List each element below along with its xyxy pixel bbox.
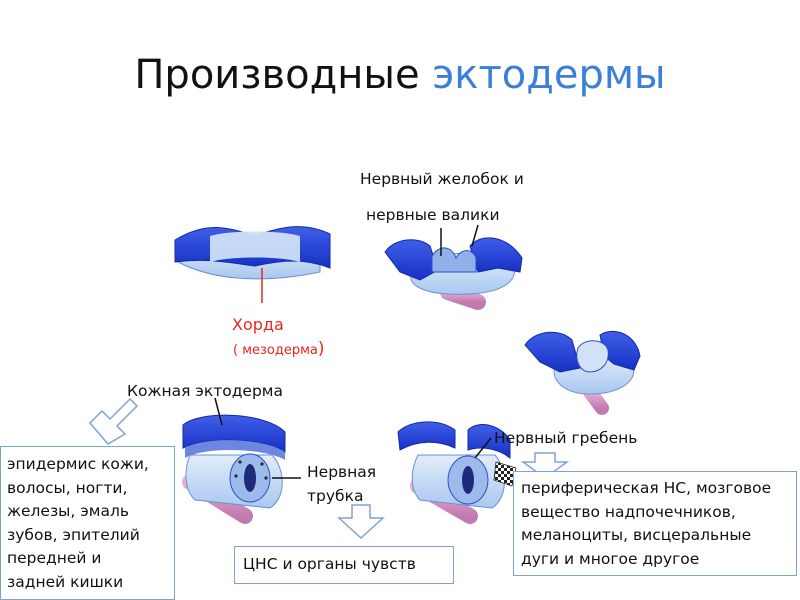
stage-neural-folding	[524, 330, 641, 415]
skin-derivative-line: зубов, эпителий	[7, 525, 140, 544]
arrow-to-crest-box	[520, 452, 570, 479]
label-skin-ectoderm: Кожная эктодерма	[127, 382, 283, 400]
skin-derivatives-box: эпидермис кожи, волосы, ногти, железы, э…	[0, 446, 175, 600]
skin-derivative-line: волосы, ногти,	[7, 478, 128, 497]
label-groove-line1: Нервный желобок и	[360, 170, 524, 188]
cns-box: ЦНС и органы чувств	[234, 546, 454, 584]
crest-pointer	[474, 437, 492, 459]
skin-derivative-line: эпидермис кожи,	[7, 455, 149, 473]
label-chorda-note: ( мезодерма)	[233, 339, 325, 361]
label-groove-line2: нервные валики	[366, 206, 500, 224]
skin-pointer	[214, 397, 223, 426]
label-chorda: Хорда	[232, 315, 284, 334]
crest-derivative-line: дуги и многое другое	[521, 549, 700, 568]
stage-neural-tube	[182, 397, 301, 524]
arrow-to-cns-box	[337, 504, 385, 540]
skin-derivative-line: задней кишки	[7, 572, 124, 591]
cns-text: ЦНС и органы чувств	[243, 555, 416, 573]
crest-derivative-line: периферическая НС, мозговое	[521, 479, 772, 497]
arrow-to-skin-box	[88, 397, 139, 445]
title-accent: эктодермы	[432, 52, 666, 98]
skin-derivative-line: железы, эмаль	[7, 502, 130, 520]
crest-derivatives-box: периферическая НС, мозговое вещество над…	[513, 471, 797, 576]
crest-derivative-line: вещество надпочечников,	[521, 502, 736, 521]
label-neural-tube-line2: трубка	[307, 487, 364, 505]
crest-derivative-line: меланоциты, висцеральные	[521, 526, 752, 544]
label-neural-tube-line1: Нервная	[307, 463, 377, 481]
page-title: Производные эктодермы	[0, 52, 800, 98]
chorda-note-text: ( мезодерма	[233, 343, 318, 358]
groove-pointer-right	[471, 224, 479, 247]
stage-neural-plate	[174, 226, 342, 303]
chorda-note-paren: )	[317, 339, 325, 359]
title-main: Производные	[134, 52, 420, 98]
skin-derivative-line: передней и	[7, 549, 102, 567]
label-neural-crest: Нервный гребень	[494, 429, 638, 447]
stage-neural-groove	[384, 224, 523, 310]
stage-neural-crest	[397, 421, 517, 524]
